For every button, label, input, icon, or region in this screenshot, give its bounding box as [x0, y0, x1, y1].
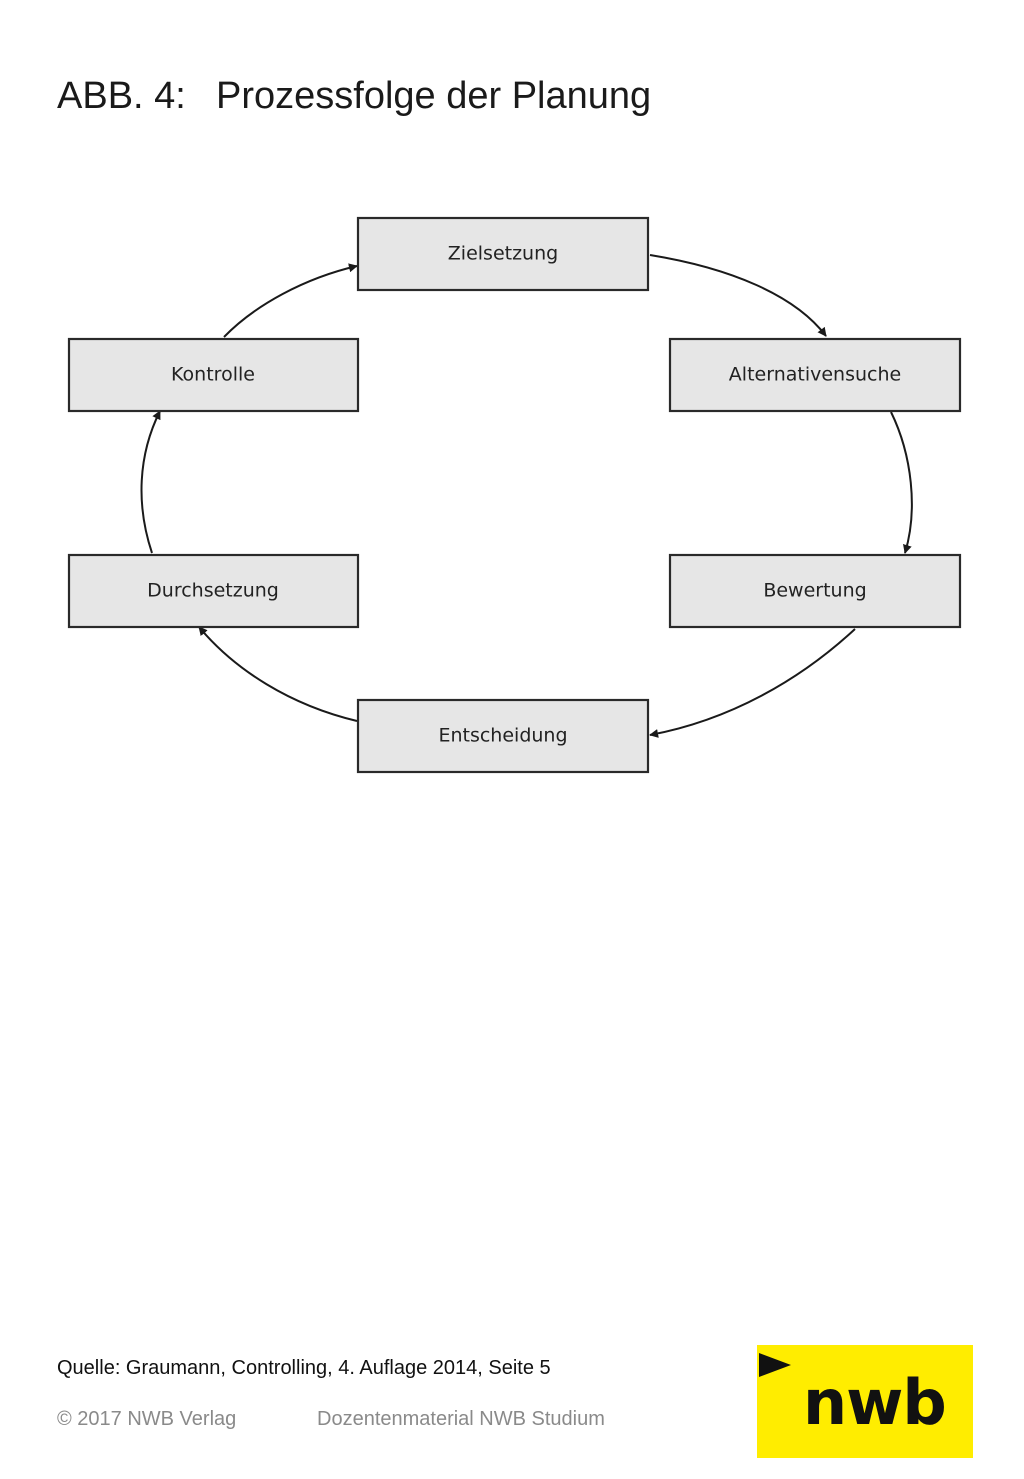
step-box-kontrolle: Kontrolle: [67, 337, 360, 413]
arrow-durchsetzung-to-kontrolle: [140, 410, 161, 554]
source-citation: Quelle: Graumann, Controlling, 4. Auflag…: [57, 1357, 551, 1379]
step-box-durchsetzung: Durchsetzung: [67, 553, 360, 629]
copyright-text: © 2017 NWB Verlag: [57, 1408, 237, 1430]
figure-title: Prozessfolge der Planung: [216, 75, 652, 117]
step-label-bewertung: Bewertung: [763, 580, 866, 602]
step-label-durchsetzung: Durchsetzung: [147, 580, 279, 602]
nwb-logo: nwb: [757, 1345, 973, 1458]
arrow-kontrolle-to-zielsetzung: [223, 263, 358, 338]
step-box-alternativensuche: Alternativensuche: [668, 337, 962, 413]
material-text: Dozentenmaterial NWB Studium: [317, 1408, 605, 1430]
arrow-alternativensuche-to-bewertung: [890, 411, 913, 554]
page-title: ABB. 4: Prozessfolge der Planung: [57, 72, 651, 120]
play-triangle-icon: [759, 1353, 791, 1377]
logo-wordmark: nwb: [803, 1366, 947, 1439]
figure-number: ABB. 4:: [57, 75, 186, 117]
arrow-entscheidung-to-durchsetzung: [198, 626, 358, 722]
step-box-bewertung: Bewertung: [668, 553, 962, 629]
step-label-entscheidung: Entscheidung: [438, 725, 567, 747]
step-label-alternativensuche: Alternativensuche: [729, 364, 901, 386]
step-label-kontrolle: Kontrolle: [171, 364, 255, 386]
arrow-bewertung-to-entscheidung: [649, 628, 856, 738]
step-box-zielsetzung: Zielsetzung: [356, 216, 650, 292]
arrow-zielsetzung-to-alternativensuche: [649, 254, 827, 337]
footer: © 2017 NWB Verlag Dozentenmaterial NWB St…: [57, 1406, 605, 1432]
step-box-entscheidung: Entscheidung: [356, 698, 650, 774]
step-label-zielsetzung: Zielsetzung: [448, 243, 558, 265]
